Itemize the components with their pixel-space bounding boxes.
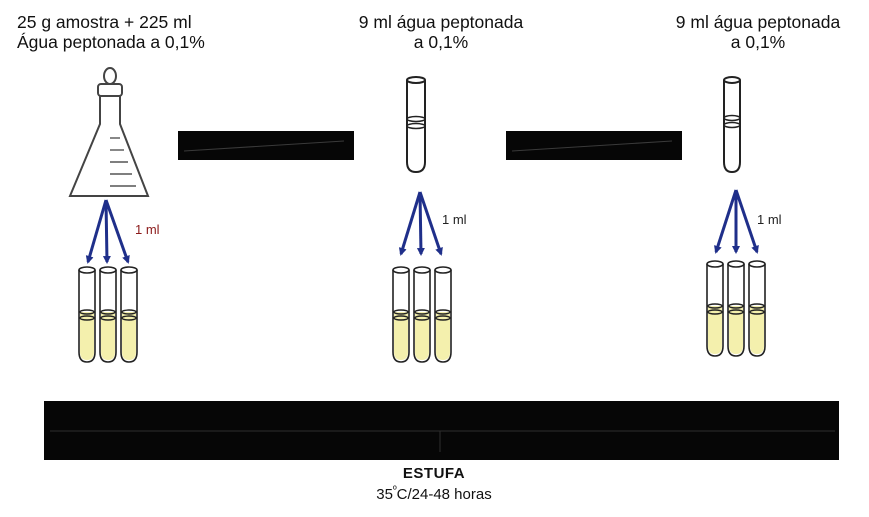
- culture-tube-icon: [706, 260, 724, 357]
- incubator-condition: 35ºC/24-48 horas: [376, 485, 491, 503]
- arrow-fan-3: [714, 189, 759, 254]
- culture-tube-icon: [120, 266, 138, 363]
- arrow-fan-1: [85, 199, 130, 264]
- arrow-fan-2: [398, 191, 443, 256]
- incubator-title: ESTUFA: [402, 465, 466, 482]
- incubator-bar: [44, 401, 839, 460]
- culture-tube-icon: [99, 266, 117, 363]
- degree-symbol: º: [392, 485, 397, 496]
- transfer-bar-2: [506, 131, 682, 160]
- transfer-bar-1: [178, 131, 354, 160]
- tube2-label-line2: a 0,1%: [413, 32, 469, 52]
- tube3-label: 9 ml água peptonada a 0,1%: [676, 12, 840, 52]
- culture-tube-icon: [727, 260, 745, 357]
- flask-label: 25 g amostra + 225 ml Água peptonada a 0…: [17, 12, 205, 52]
- flask-label-line2: Água peptonada a 0,1%: [17, 32, 205, 52]
- dilution-tube-icon-1: [406, 76, 426, 174]
- tube3-label-line2: a 0,1%: [730, 32, 786, 52]
- culture-tube-icon: [392, 266, 410, 363]
- culture-tube-group-1: [78, 266, 138, 363]
- tube2-label: 9 ml água peptonada a 0,1%: [359, 12, 523, 52]
- culture-tube-icon: [78, 266, 96, 363]
- incubator-duration: C/24-48 horas: [396, 486, 492, 503]
- flask-label-line1: 25 g amostra + 225 ml: [17, 12, 192, 32]
- culture-tube-group-3: [706, 260, 766, 357]
- tube2-label-line1: 9 ml água peptonada: [358, 12, 524, 32]
- transfer-volume-label-1: 1 ml: [135, 222, 160, 237]
- tube3-label-line1: 9 ml água peptonada: [675, 12, 841, 32]
- transfer-volume-label-3: 1 ml: [757, 212, 782, 227]
- incubator-label: ESTUFA 35ºC/24-48 horas: [376, 465, 491, 503]
- erlenmeyer-flask-icon: [68, 67, 150, 197]
- culture-tube-group-2: [392, 266, 452, 363]
- incubator-temp: 35: [376, 486, 393, 503]
- culture-tube-icon: [413, 266, 431, 363]
- dilution-tube-icon-2: [723, 76, 741, 174]
- culture-tube-icon: [434, 266, 452, 363]
- culture-tube-icon: [748, 260, 766, 357]
- transfer-volume-label-2: 1 ml: [442, 212, 467, 227]
